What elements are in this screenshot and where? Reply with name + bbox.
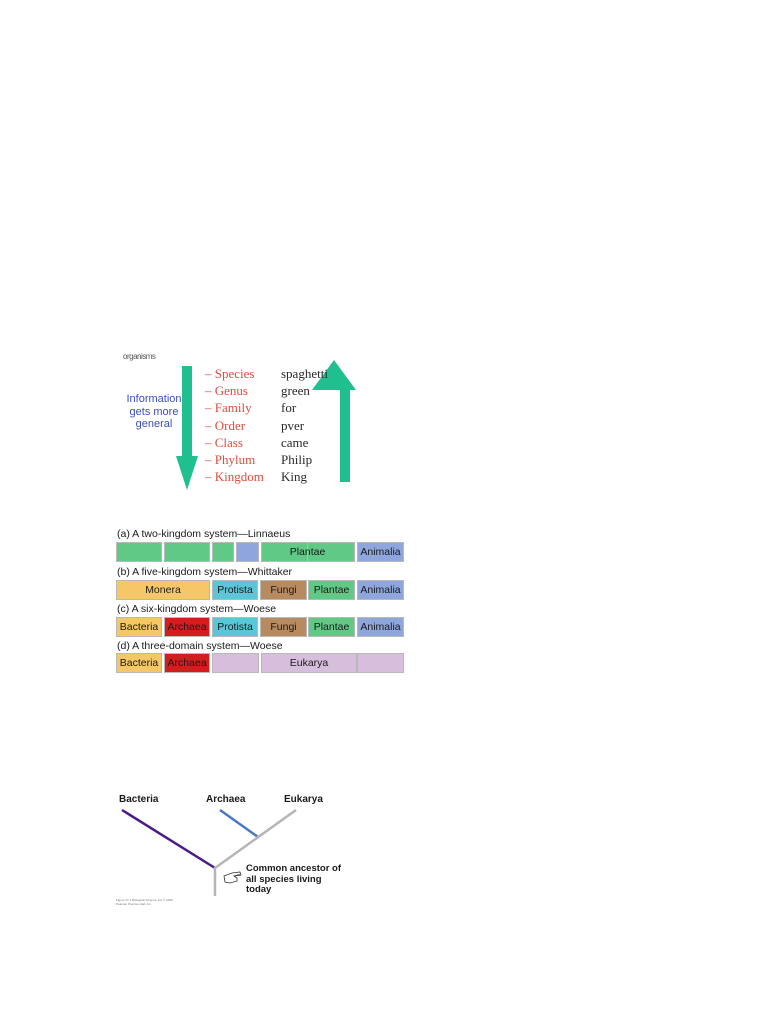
kingdom-box: Bacteria: [116, 617, 162, 637]
kingdom-box: [212, 542, 234, 562]
kingdom-label: Fungi: [270, 584, 297, 596]
tree-of-life: Bacteria Archaea Eukarya Common ancestor…: [112, 790, 372, 915]
rank-class: – Class: [205, 434, 243, 450]
kingdom-label: Animalia: [360, 546, 401, 558]
kingdom-box: Fungi: [260, 580, 307, 600]
rank-label: Class: [214, 434, 243, 450]
down-arrow-icon: [176, 366, 198, 490]
system-title: (b) A five-kingdom system—Whittaker: [117, 566, 293, 578]
kingdom-box: [164, 542, 210, 562]
rank-genus: – Genus: [205, 383, 248, 399]
mnemonic-word: came: [281, 434, 309, 450]
kingdom-box: Plantae: [308, 617, 355, 637]
rank-order: – Order: [205, 417, 246, 433]
cutoff-heading: organisms: [123, 352, 156, 361]
mnemonic-word: spaghetti: [281, 366, 328, 381]
mnemonic-word: green: [281, 383, 310, 399]
kingdom-label: Protista: [217, 584, 253, 596]
system-title: (d) A three-domain system—Woese: [117, 640, 283, 652]
phylogeny-lines: [121, 808, 297, 896]
rank-label: Phylum: [214, 452, 256, 467]
kingdom-box: Protista: [212, 617, 258, 637]
kingdom-box: [307, 542, 355, 562]
tree-label-bacteria: Bacteria: [119, 794, 159, 805]
mnemonic-word: King: [281, 469, 307, 485]
kingdom-box: [212, 653, 259, 673]
up-arrow-icon: [312, 360, 356, 482]
eukarya-branch: [214, 808, 297, 870]
kingdom-box: Fungi: [260, 617, 307, 637]
mnemonic-word: pver: [281, 417, 305, 433]
rank-label: Family: [214, 400, 252, 416]
rank-label: Kingdom: [214, 469, 264, 485]
rank-species: – Species: [205, 366, 255, 381]
kingdom-box: Archaea: [164, 653, 210, 673]
pointing-hand-icon: [223, 871, 242, 884]
rank-phylum: – Phylum: [205, 452, 256, 467]
kingdom-label: Animalia: [360, 621, 401, 633]
rank-label: Species: [214, 366, 255, 381]
system-title: (a) A two-kingdom system—Linnaeus: [117, 528, 291, 540]
kingdom-label: Protista: [217, 621, 253, 633]
kingdom-label: Archaea: [167, 657, 207, 669]
rank-family: – Family: [205, 400, 252, 416]
mnemonic-word: for: [281, 400, 297, 416]
tree-label-archaea: Archaea: [206, 794, 246, 805]
kingdom-label: Archaea: [167, 621, 207, 633]
system-title: (c) A six-kingdom system—Woese: [117, 603, 277, 615]
rank-kingdom: – Kingdom: [205, 469, 264, 485]
kingdom-label: Eukarya: [289, 657, 329, 669]
kingdom-label: Fungi: [270, 621, 297, 633]
kingdom-box: Plantae: [308, 580, 355, 600]
rank-arrows: [176, 360, 356, 490]
bacteria-branch: [121, 808, 216, 870]
kingdom-box: Animalia: [357, 617, 404, 637]
taxonomy-panel: organisms Information gets more general …: [115, 350, 375, 500]
mnemonic-word: Philip: [281, 452, 313, 467]
kingdom-box: Monera: [116, 580, 210, 600]
kingdom-box: Animalia: [357, 580, 404, 600]
kingdom-box: [116, 542, 162, 562]
rank-label: Genus: [214, 383, 248, 399]
kingdom-label: Plantae: [289, 546, 326, 558]
kingdom-label: Plantae: [313, 621, 350, 633]
kingdom-box: [236, 542, 259, 562]
common-ancestor-label: Common ancestor of all species living to…: [246, 863, 342, 895]
kingdom-box: Animalia: [357, 542, 404, 562]
kingdom-label: Bacteria: [119, 657, 159, 669]
kingdom-box: Bacteria: [116, 653, 162, 673]
info-general-label: Information gets more general: [126, 393, 182, 431]
kingdom-box: Eukarya: [261, 653, 357, 673]
tree-label-eukarya: Eukarya: [284, 794, 323, 805]
kingdom-label: Animalia: [360, 584, 401, 596]
kingdom-label: Bacteria: [119, 621, 159, 633]
kingdom-box: Archaea: [164, 617, 210, 637]
kingdom-label: Plantae: [313, 584, 350, 596]
kingdom-label: Monera: [145, 584, 181, 596]
kingdom-box: Protista: [212, 580, 258, 600]
rank-label: Order: [214, 417, 246, 433]
archaea-branch: [219, 808, 259, 839]
kingdom-box: [357, 653, 404, 673]
figure-credit: Figure 27.1 Biological Science, 2/e © 20…: [116, 898, 173, 906]
